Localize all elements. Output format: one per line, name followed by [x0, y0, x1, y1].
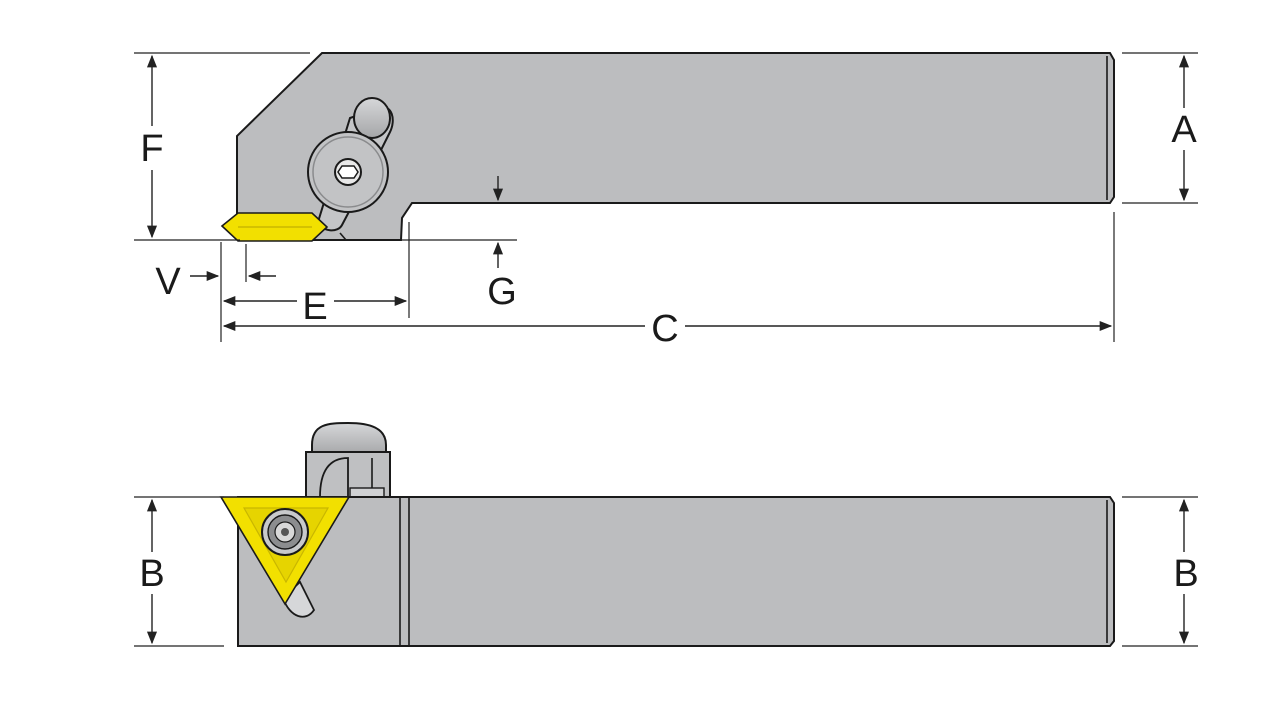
- dimension-A: A: [1171, 54, 1197, 202]
- side-view-extension-lines: [134, 496, 1198, 647]
- dimension-C: C: [222, 308, 1113, 350]
- side-clamp-dome: [311, 421, 387, 456]
- top-view: [220, 52, 1115, 242]
- dimension-B-left: B: [139, 498, 165, 645]
- side-clamp: [305, 421, 391, 498]
- label-V: V: [155, 261, 181, 303]
- side-clamp-slot: [349, 487, 385, 498]
- top-view-notch: [339, 232, 347, 241]
- label-A: A: [1171, 109, 1197, 151]
- dimension-E: E: [222, 286, 408, 328]
- side-clamp-curve: [319, 457, 349, 498]
- top-view-shank: [236, 52, 1115, 241]
- label-F: F: [140, 128, 163, 170]
- clamp-screw-ring: [312, 136, 384, 208]
- label-C: C: [651, 308, 678, 350]
- clamp-knob: [353, 97, 391, 139]
- label-E: E: [302, 286, 327, 328]
- top-view-extension-lines: [134, 52, 1198, 342]
- dimension-B-right: B: [1173, 498, 1199, 645]
- dimension-G: G: [487, 176, 517, 313]
- label-G: G: [487, 271, 517, 313]
- side-view-insert: [219, 496, 351, 618]
- side-view-shank: [237, 496, 1115, 647]
- insert-pocket-tail: [281, 580, 316, 618]
- label-B-right: B: [1173, 553, 1198, 595]
- side-view: [219, 421, 1115, 647]
- dimension-V: V: [155, 261, 276, 303]
- label-B-left: B: [139, 553, 164, 595]
- hex-socket-inner: [337, 165, 359, 179]
- clamp-assembly: [307, 97, 394, 232]
- insert-screw-dot: [281, 528, 289, 536]
- dimension-F: F: [140, 54, 164, 239]
